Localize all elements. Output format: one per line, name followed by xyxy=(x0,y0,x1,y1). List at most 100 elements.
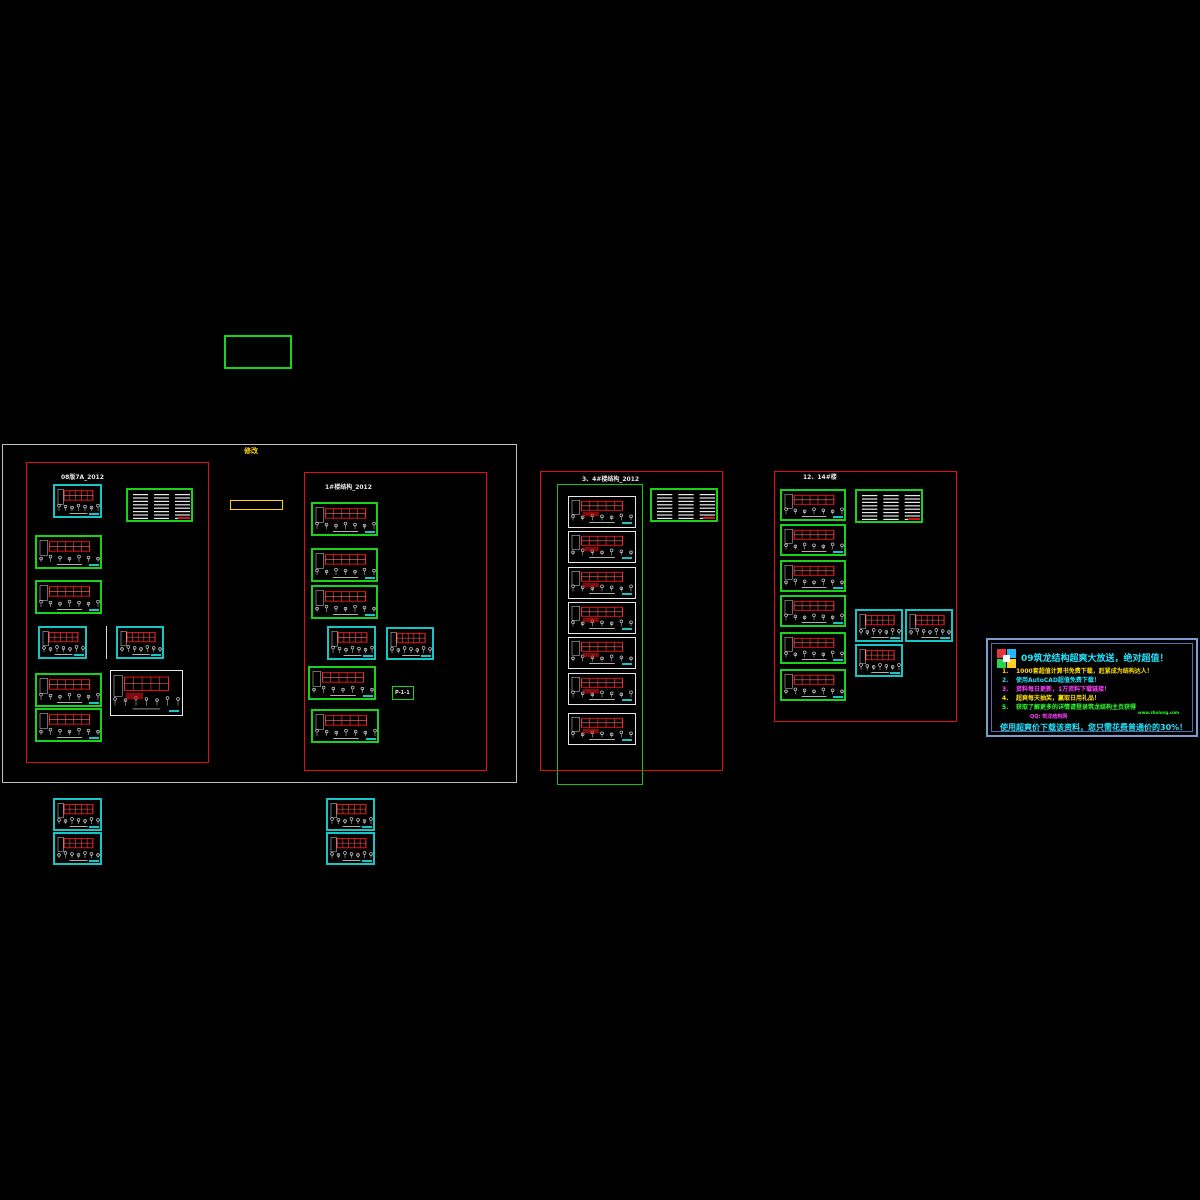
drawing-sheet[interactable] xyxy=(311,548,378,582)
drawing-sheet[interactable] xyxy=(568,531,636,563)
drawing-sheet[interactable] xyxy=(568,567,636,599)
drawing-sheet[interactable] xyxy=(35,535,102,569)
frame-sheet-set-c xyxy=(540,471,723,771)
ad-item-text: 获取了解更多的详情请登录筑龙结构主页获得 xyxy=(1016,704,1137,711)
ad-item-text: 资料每日更新，1万资料下载链接！ xyxy=(1016,686,1111,693)
sheet-linework xyxy=(571,640,633,665)
sheet-linework xyxy=(312,671,374,697)
sheet-linework xyxy=(784,673,844,698)
drawing-sheet[interactable] xyxy=(311,502,378,536)
drawing-sheet-notes[interactable] xyxy=(855,489,923,523)
sheet-linework xyxy=(133,494,190,519)
drawing-sheet[interactable] xyxy=(905,609,953,642)
frame-sheet-set-c-inner xyxy=(557,484,643,785)
sheet-linework xyxy=(390,632,432,657)
drawing-sheet[interactable] xyxy=(855,644,903,677)
sheet-linework xyxy=(315,553,376,579)
sheet-linework xyxy=(571,676,633,701)
drawing-sheet[interactable] xyxy=(326,832,375,865)
drawing-sheet-cover[interactable] xyxy=(224,335,292,369)
sheet-linework xyxy=(859,614,901,639)
sheet-set-d-label: 12、14#楼 xyxy=(803,474,837,481)
drawing-sheet[interactable] xyxy=(308,666,376,700)
sheet-linework xyxy=(39,713,100,739)
ad-banner[interactable]: 09筑龙结构超爽大放送，绝对超值！ 1.1000套超值计算书免费下载，赶紧成为结… xyxy=(986,638,1198,737)
sheet-set-b-label: 1#楼结构_2012 xyxy=(325,484,372,491)
sheet-linework xyxy=(39,540,100,566)
sheet-set-a-label: 08版7A_2012 xyxy=(61,474,104,481)
sheet-linework xyxy=(859,649,901,674)
ad-item: 2. 使用AutoCAD超值免费下载！ xyxy=(1002,676,1192,685)
ad-item-text: 使用AutoCAD超值免费下载！ xyxy=(1016,677,1100,684)
drawing-sheet[interactable] xyxy=(35,673,102,707)
zhulong-logo-icon xyxy=(997,649,1016,668)
sheet-linework xyxy=(120,631,162,656)
sheet-linework xyxy=(315,714,377,740)
sheet-linework xyxy=(657,494,715,519)
drawing-sheet[interactable] xyxy=(116,626,164,659)
ad-item-list: 1.1000套超值计算书免费下载，赶紧成为结构达人！2. 使用AutoCAD超值免… xyxy=(1002,667,1192,712)
ad-item: 5.获取了解更多的详情请登录筑龙结构主页获得 xyxy=(1002,703,1192,712)
drawing-sheet[interactable] xyxy=(568,496,636,528)
drawing-sheet[interactable] xyxy=(38,626,87,659)
drawing-sheet[interactable] xyxy=(311,709,379,743)
sheet-linework xyxy=(331,631,374,657)
drawing-sheet[interactable] xyxy=(326,798,375,831)
drawing-sheet-notes[interactable] xyxy=(650,488,718,522)
sheet-linework xyxy=(57,837,100,862)
drawing-sheet[interactable] xyxy=(53,798,102,831)
ad-title: 09筑龙结构超爽大放送，绝对超值！ xyxy=(1021,654,1169,664)
sheet-linework xyxy=(57,803,100,828)
ad-item-text: 1000套超值计算书免费下载，赶紧成为结构达人！ xyxy=(1016,668,1153,675)
drawing-sheet[interactable] xyxy=(53,832,102,865)
ad-footer: 使用超爽价下载该资料，您只需花费普通价的30%！ xyxy=(1000,722,1187,733)
small-tag[interactable]: P-1-1 xyxy=(392,686,414,700)
ad-item-number: 2. xyxy=(1002,677,1009,684)
drawing-sheet[interactable] xyxy=(568,673,636,705)
sheet-linework xyxy=(909,614,951,639)
sheet-linework xyxy=(42,631,85,656)
drawing-sheet[interactable] xyxy=(35,708,102,742)
drawing-sheet[interactable] xyxy=(780,524,846,556)
ad-item-text: 超爽每天抽奖，赢取日用礼品！ xyxy=(1016,695,1101,702)
sheet-linework xyxy=(784,636,844,661)
sheet-linework xyxy=(571,534,633,559)
frame-sheet-set-d xyxy=(774,471,957,722)
frame-group-modify-label: 修改 xyxy=(244,447,258,455)
note-bar[interactable] xyxy=(230,500,283,510)
drawing-sheet[interactable] xyxy=(110,670,183,716)
drawing-sheet[interactable] xyxy=(327,626,376,660)
sheet-linework xyxy=(330,837,373,862)
drawing-sheet[interactable] xyxy=(780,669,846,701)
frame-group-modify xyxy=(2,444,517,783)
sheet-linework xyxy=(571,499,633,524)
drawing-sheet[interactable] xyxy=(855,609,903,642)
drawing-sheet[interactable] xyxy=(780,595,846,627)
ad-small-url[interactable]: www.zhulong.com xyxy=(1138,710,1180,715)
drawing-sheet[interactable] xyxy=(35,580,102,614)
ad-item-number: 4. xyxy=(1002,695,1009,702)
sheet-linework xyxy=(571,570,633,595)
sheet-linework xyxy=(315,507,376,533)
drawing-sheet[interactable] xyxy=(568,713,636,745)
divider-line xyxy=(106,626,107,659)
drawing-sheet[interactable] xyxy=(568,637,636,669)
drawing-sheet[interactable] xyxy=(780,632,846,664)
drawing-sheet[interactable] xyxy=(780,560,846,592)
sheet-linework xyxy=(862,495,920,520)
sheet-linework xyxy=(571,605,633,630)
drawing-sheet[interactable] xyxy=(568,602,636,634)
sheet-linework xyxy=(39,585,100,611)
sheet-linework xyxy=(57,489,100,515)
ad-item: 4. 超爽每天抽奖，赢取日用礼品！ xyxy=(1002,694,1192,703)
drawing-sheet[interactable] xyxy=(780,489,846,521)
small-tag-text: P-1-1 xyxy=(395,690,410,696)
drawing-sheet[interactable] xyxy=(311,585,378,619)
sheet-linework xyxy=(784,528,844,553)
sheet-set-c-label: 3、4#楼结构_2012 xyxy=(582,476,640,483)
drawing-sheet[interactable] xyxy=(386,627,434,660)
ad-item: 3.资料每日更新，1万资料下载链接！ xyxy=(1002,685,1192,694)
drawing-sheet[interactable] xyxy=(53,484,102,518)
drawing-sheet-notes[interactable] xyxy=(126,488,193,522)
ad-item: 1.1000套超值计算书免费下载，赶紧成为结构达人！ xyxy=(1002,667,1192,676)
